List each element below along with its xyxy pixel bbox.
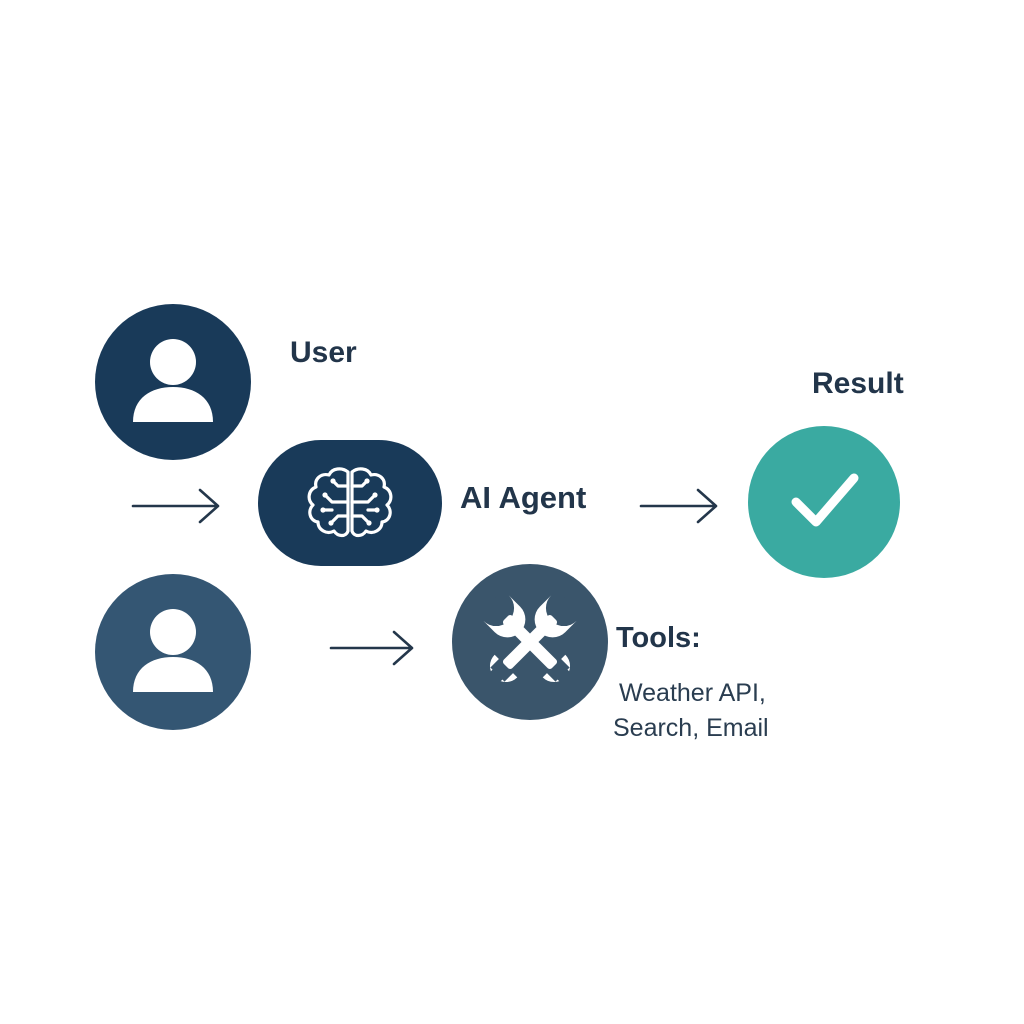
tools-list-line-2: Search, Email [613, 714, 769, 742]
tools-list: Weather API, Search, Email [613, 676, 769, 746]
tools-label: Tools: [616, 622, 701, 654]
tools-node [452, 564, 608, 720]
user-icon [133, 609, 213, 692]
tools-list-line-1: Weather API, [619, 679, 766, 707]
arrow-right-icon [130, 486, 224, 526]
user-node-bottom [95, 574, 251, 730]
user-icon [133, 339, 213, 422]
arrow-right-icon [328, 628, 418, 668]
result-label: Result [812, 367, 904, 400]
user-node-top [95, 304, 251, 460]
result-node [748, 426, 900, 578]
ai-agent-node [258, 440, 442, 566]
ai-agent-label: AI Agent [460, 480, 587, 515]
user-label: User [290, 336, 357, 369]
brain-icon [307, 467, 393, 538]
wrenches-icon [483, 595, 577, 684]
arrow-right-icon [638, 486, 722, 526]
checkmark-icon [791, 473, 859, 527]
